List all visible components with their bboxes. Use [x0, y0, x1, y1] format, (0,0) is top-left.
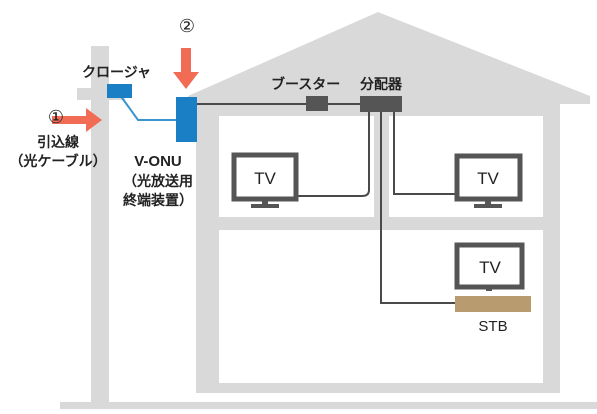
marker-1: ①: [48, 107, 64, 127]
tv-icon: TV: [454, 153, 523, 208]
cable-to-tv-left: [296, 112, 370, 197]
cable-to-tv-right: [393, 112, 455, 195]
stb-label: STB: [478, 318, 507, 335]
arrow-right-icon: [52, 108, 102, 132]
tv-label-left: TV: [254, 169, 276, 188]
closure-box: [107, 84, 132, 98]
drop-cable-label: （光ケーブル）: [9, 153, 106, 169]
tv-icon: TV: [454, 242, 525, 291]
arrow-down-icon: [173, 48, 199, 89]
v-onu-device: [176, 97, 197, 142]
splitter-box: [360, 96, 402, 112]
closure-label: クロージャ: [82, 64, 151, 80]
v-onu-label: （光放送用: [123, 173, 193, 189]
utility-pole: [77, 46, 125, 402]
stb-box: [455, 296, 531, 312]
v-onu-label: V-ONU: [134, 153, 182, 170]
booster-box: [306, 96, 328, 111]
tv-label-lower: TV: [479, 258, 501, 277]
fiber-cable: [119, 94, 176, 121]
tv-label-right: TV: [477, 169, 499, 188]
house: [188, 12, 590, 393]
drop-cable-label: 引込線: [37, 134, 79, 150]
marker-2: ②: [179, 16, 195, 36]
splitter-label: 分配器: [360, 76, 403, 92]
cable-to-stb: [380, 112, 455, 304]
v-onu-label: 終端装置）: [123, 192, 193, 208]
tv-icon: TV: [231, 152, 299, 208]
ground: [60, 402, 597, 409]
booster-label: ブースター: [271, 76, 340, 92]
